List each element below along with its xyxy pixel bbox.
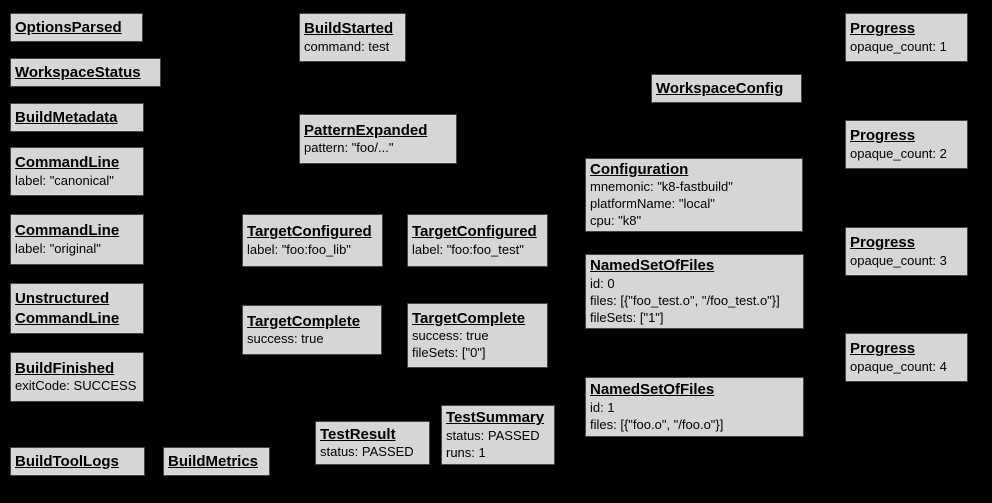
- node-title: Progress: [850, 234, 916, 252]
- node-named-set-of-files-1: NamedSetOfFiles id: 1 files: [{"foo.o", …: [585, 377, 804, 437]
- node-build-finished: BuildFinished exitCode: SUCCESS: [10, 352, 144, 402]
- node-title: TargetComplete: [247, 312, 361, 330]
- node-field: fileSets: ["1"]: [590, 309, 664, 325]
- node-field: label: "foo:foo_lib": [247, 241, 351, 257]
- node-workspace-config: WorkspaceConfig: [651, 74, 802, 103]
- node-title: Configuration: [590, 160, 689, 178]
- node-build-tool-logs: BuildToolLogs: [10, 447, 145, 476]
- node-target-configured-foo-test: TargetConfigured label: "foo:foo_test": [407, 214, 548, 267]
- node-title: TestSummary: [446, 409, 545, 427]
- node-build-metrics: BuildMetrics: [163, 447, 270, 476]
- node-configuration: Configuration mnemonic: "k8-fastbuild" p…: [585, 158, 803, 232]
- node-progress-4: Progress opaque_count: 4: [845, 333, 968, 382]
- node-title: BuildMetrics: [168, 452, 259, 470]
- node-field: opaque_count: 4: [850, 358, 947, 374]
- node-title: WorkspaceConfig: [656, 79, 784, 97]
- node-field: opaque_count: 3: [850, 252, 947, 268]
- node-field: status: PASSED: [446, 427, 540, 443]
- node-title: Progress: [850, 20, 916, 38]
- node-field: platformName: "local": [590, 196, 715, 212]
- node-title: CommandLine: [15, 154, 120, 172]
- node-field: pattern: "foo/...": [304, 140, 394, 156]
- node-title: BuildToolLogs: [15, 452, 119, 470]
- node-field: success: true: [247, 331, 324, 347]
- node-field: id: 1: [590, 399, 615, 415]
- node-field: id: 0: [590, 275, 615, 291]
- node-field: exitCode: SUCCESS: [15, 378, 137, 394]
- node-field: label: "canonical": [15, 172, 114, 188]
- node-progress-1: Progress opaque_count: 1: [845, 13, 968, 62]
- node-title: CommandLine: [15, 222, 120, 240]
- node-title: Progress: [850, 340, 916, 358]
- node-title: TargetConfigured: [412, 223, 537, 241]
- node-title: WorkspaceStatus: [15, 63, 141, 81]
- node-field: runs: 1: [446, 444, 486, 460]
- node-title: BuildFinished: [15, 359, 115, 377]
- node-field: files: [{"foo.o", "/foo.o"}]: [590, 416, 724, 432]
- node-field: label: "original": [15, 240, 101, 256]
- node-test-result: TestResult status: PASSED: [315, 421, 430, 465]
- node-title: NamedSetOfFiles: [590, 381, 715, 399]
- node-command-line-canonical: CommandLine label: "canonical": [10, 147, 144, 196]
- node-build-started: BuildStarted command: test: [299, 13, 406, 62]
- node-options-parsed: OptionsParsed: [10, 13, 143, 42]
- node-unstructured-command-line: Unstructured CommandLine: [10, 283, 144, 334]
- node-title: NamedSetOfFiles: [590, 257, 715, 275]
- node-pattern-expanded: PatternExpanded pattern: "foo/...": [299, 114, 457, 164]
- node-target-complete-foo-test: TargetComplete success: true fileSets: […: [407, 303, 548, 368]
- node-field: mnemonic: "k8-fastbuild": [590, 179, 733, 195]
- node-title: BuildStarted: [304, 20, 394, 38]
- node-command-line-original: CommandLine label: "original": [10, 214, 144, 265]
- node-field: success: true: [412, 328, 489, 344]
- node-test-summary: TestSummary status: PASSED runs: 1: [441, 405, 555, 465]
- node-title: TargetConfigured: [247, 223, 372, 241]
- node-named-set-of-files-0: NamedSetOfFiles id: 0 files: [{"foo_test…: [585, 254, 804, 329]
- node-target-configured-foo-lib: TargetConfigured label: "foo:foo_lib": [242, 214, 383, 267]
- node-title: OptionsParsed: [15, 18, 122, 36]
- node-progress-2: Progress opaque_count: 2: [845, 120, 968, 169]
- node-field: cpu: "k8": [590, 213, 642, 229]
- node-title: Progress: [850, 127, 916, 145]
- node-build-metadata: BuildMetadata: [10, 103, 144, 132]
- node-title: BuildMetadata: [15, 108, 118, 126]
- node-field: fileSets: ["0"]: [412, 345, 486, 361]
- node-field: opaque_count: 2: [850, 145, 947, 161]
- node-field: files: [{"foo_test.o", "/foo_test.o"}]: [590, 292, 780, 308]
- node-title: TargetComplete: [412, 309, 526, 327]
- node-progress-3: Progress opaque_count: 3: [845, 227, 968, 276]
- node-title: PatternExpanded: [304, 121, 428, 139]
- node-title: Unstructured CommandLine: [15, 290, 120, 327]
- node-title: TestResult: [320, 425, 396, 443]
- node-field: status: PASSED: [320, 444, 414, 460]
- node-field: command: test: [304, 38, 390, 54]
- node-target-complete-foo-lib: TargetComplete success: true: [242, 305, 382, 355]
- node-field: label: "foo:foo_test": [412, 241, 524, 257]
- node-field: opaque_count: 1: [850, 38, 947, 54]
- node-workspace-status: WorkspaceStatus: [10, 58, 161, 87]
